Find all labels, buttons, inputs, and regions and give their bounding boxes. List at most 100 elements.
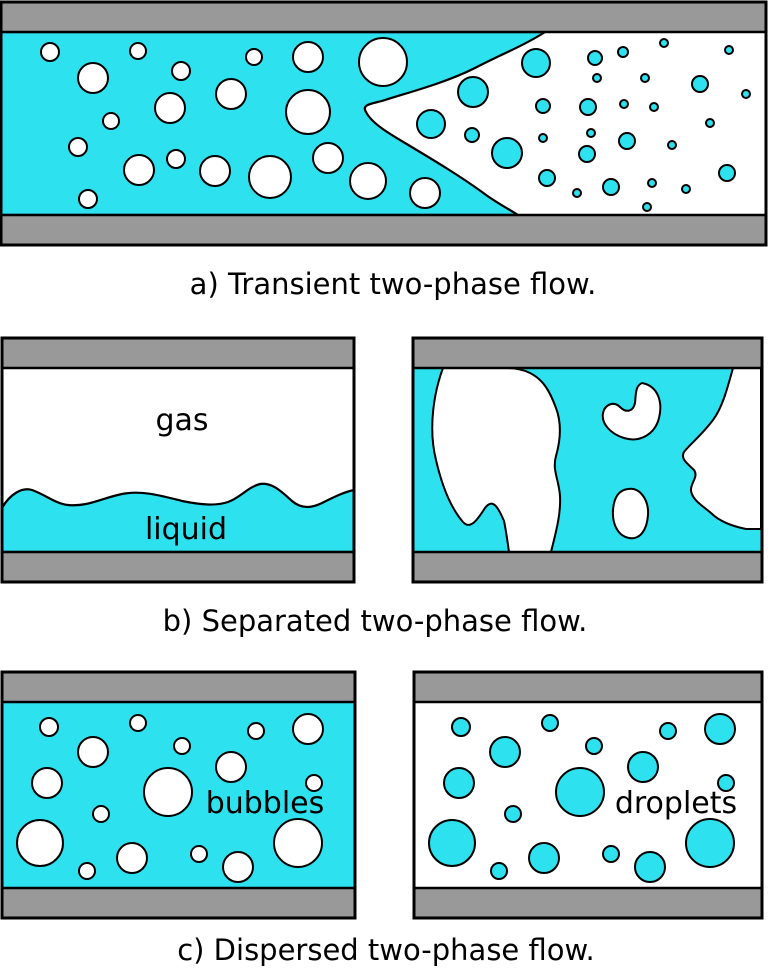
- transient-bubble: [292, 41, 324, 73]
- panel-bubbly-shapes: [0, 670, 357, 920]
- transient-bubble: [349, 162, 387, 200]
- slug-bottom-wall: [411, 550, 764, 584]
- droplet-circle: [490, 862, 508, 880]
- bubbly-circle: [143, 767, 193, 817]
- transient-droplet: [619, 99, 629, 109]
- transient-droplet: [617, 46, 629, 58]
- droplet-circle: [528, 842, 560, 874]
- droplet-circle: [443, 767, 475, 799]
- panel-bubbly: bubbles: [0, 670, 357, 920]
- bubbly-circle: [190, 845, 208, 863]
- transient-droplet: [579, 98, 597, 116]
- bubbly-circle: [78, 862, 96, 880]
- droplet-circle: [428, 819, 476, 867]
- droplet-circle: [555, 767, 605, 817]
- caption-separated: b) Separated two-phase flow.: [163, 604, 588, 638]
- transient-droplet: [538, 133, 548, 143]
- transient-droplet: [724, 45, 734, 55]
- bubbly-circle: [173, 737, 191, 755]
- transient-bubble: [123, 154, 155, 186]
- panel-transient-shapes: [0, 0, 768, 247]
- transient-droplet: [587, 50, 603, 66]
- transient-droplet: [647, 178, 657, 188]
- bubbly-circle: [116, 842, 148, 874]
- transient-droplet: [592, 73, 602, 83]
- transient-bubble: [77, 62, 109, 94]
- slug-top-wall: [411, 336, 764, 370]
- bubbly-border: [0, 670, 357, 920]
- transient-droplet: [667, 140, 677, 150]
- bubbly-circle: [215, 751, 247, 783]
- transient-droplet: [705, 118, 715, 128]
- bubbly-circle: [305, 774, 323, 792]
- bubbly-circle: [92, 805, 110, 823]
- transient-droplet: [464, 127, 480, 143]
- transient-droplet: [416, 109, 446, 139]
- stratified-top-wall: [0, 336, 356, 370]
- slug-border: [411, 336, 764, 584]
- slug-gas-blob: [601, 381, 662, 441]
- droplet-circle: [704, 713, 736, 745]
- transient-droplet: [572, 188, 582, 198]
- transient-bubble: [102, 112, 120, 130]
- transient-droplet: [659, 38, 669, 48]
- panel-slug: [411, 336, 764, 584]
- bubbly-circle: [292, 713, 324, 745]
- transient-droplet: [602, 178, 620, 196]
- transient-bubble: [129, 42, 147, 60]
- panel-droplet-shapes: [412, 670, 764, 920]
- transient-bubble: [78, 189, 98, 209]
- stratified-bottom-wall: [0, 550, 356, 584]
- label-bubbles: bubbles: [206, 786, 325, 821]
- caption-transient: a) Transient two-phase flow.: [190, 267, 597, 301]
- transient-bubble: [245, 48, 263, 66]
- droplet-circle: [585, 737, 603, 755]
- droplet-circle: [659, 722, 677, 740]
- transient-droplet: [718, 164, 736, 182]
- transient-bubble: [248, 155, 292, 199]
- bubbly-circle: [16, 819, 64, 867]
- bubbly-bottom-wall: [0, 886, 357, 920]
- transient-droplet: [642, 202, 652, 212]
- transient-droplet: [681, 184, 691, 194]
- droplet-circle: [541, 714, 559, 732]
- bubbly-circle: [39, 717, 59, 737]
- transient-droplet: [649, 102, 659, 112]
- bubbly-top-wall: [0, 670, 357, 704]
- transient-bubble: [171, 61, 191, 81]
- panel-droplet: droplets: [412, 670, 764, 920]
- bubbly-circle: [77, 736, 109, 768]
- bubbly-circle: [222, 851, 254, 883]
- slug-gas-blob: [611, 487, 650, 540]
- transient-droplet: [578, 145, 596, 163]
- droplet-circle: [685, 818, 735, 868]
- droplet-circle: [627, 751, 659, 783]
- transient-bubble: [68, 137, 88, 157]
- transient-bubble: [40, 42, 60, 62]
- transient-droplet: [538, 169, 556, 187]
- slug-gas-blob: [682, 367, 762, 530]
- transient-droplet: [535, 98, 551, 114]
- droplet-bottom-wall: [412, 886, 764, 920]
- droplet-circle: [717, 774, 735, 792]
- transient-top-wall: [0, 0, 768, 34]
- panel-transient: [0, 0, 768, 247]
- transient-bottom-wall: [0, 213, 768, 247]
- transient-droplet: [491, 137, 523, 169]
- stratified-border: [0, 336, 356, 584]
- transient-bubble: [285, 89, 331, 135]
- transient-bubble: [154, 92, 186, 124]
- droplet-circle: [504, 805, 522, 823]
- droplet-top-wall: [412, 670, 764, 704]
- bubbly-circle: [31, 767, 63, 799]
- transient-droplet: [741, 89, 751, 99]
- transient-droplet: [586, 128, 596, 138]
- label-liquid: liquid: [145, 512, 227, 547]
- transient-droplet: [457, 76, 489, 108]
- caption-dispersed: c) Dispersed two-phase flow.: [177, 933, 595, 967]
- bubbly-circle: [247, 722, 265, 740]
- label-droplets: droplets: [615, 786, 737, 821]
- transient-bubble: [166, 149, 186, 169]
